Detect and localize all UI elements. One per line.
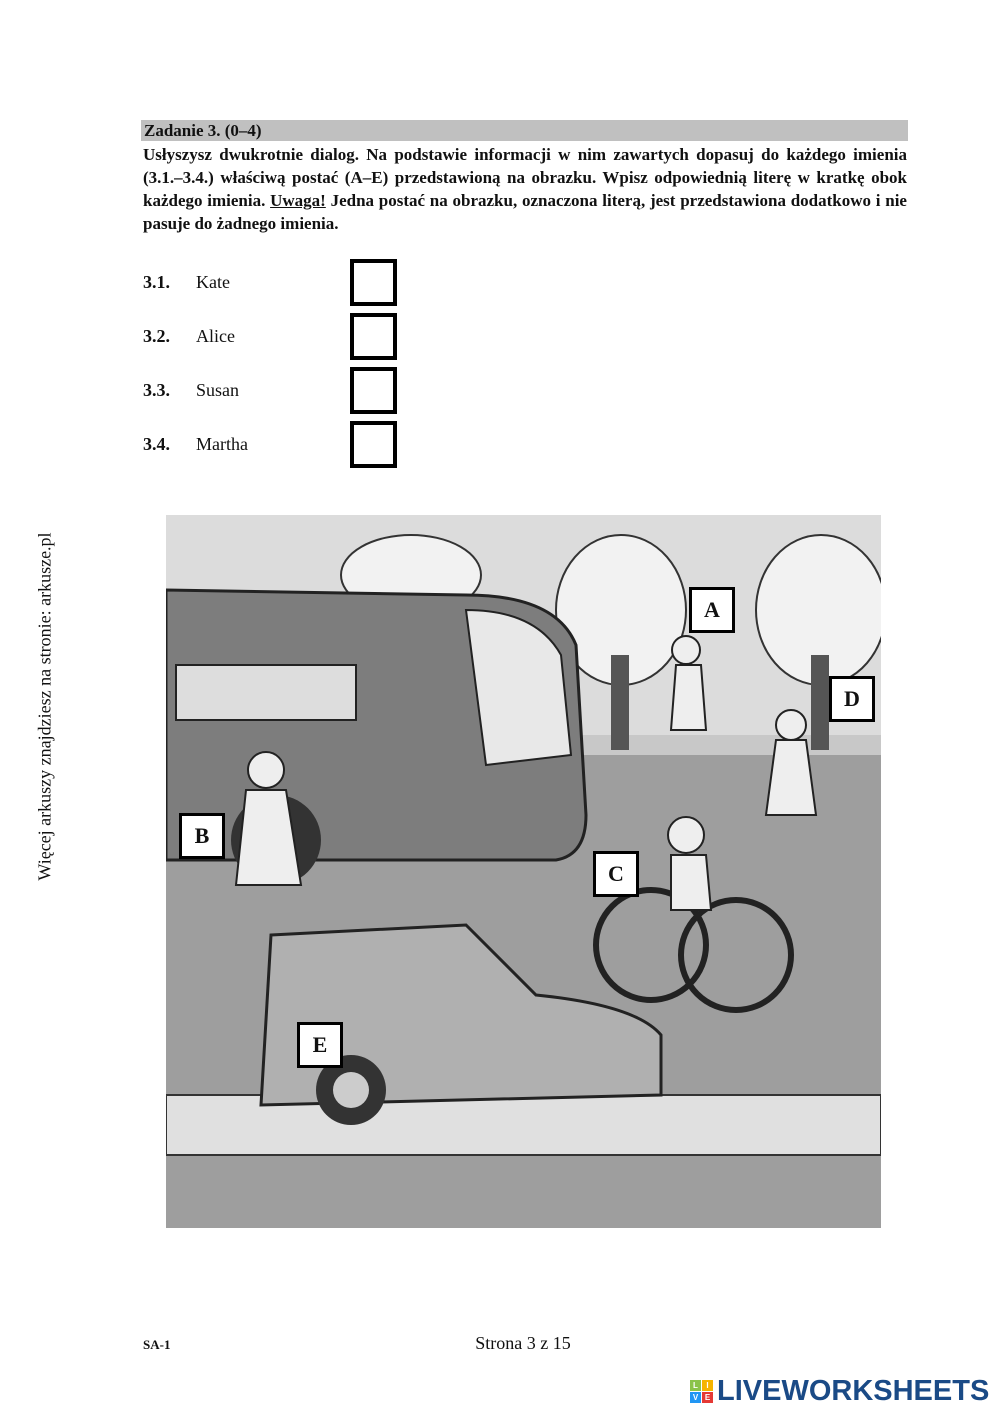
label-d: D: [829, 676, 875, 722]
item-name: Susan: [196, 380, 240, 400]
label-a: A: [689, 587, 735, 633]
item-name: Martha: [196, 434, 248, 454]
item-number: 3.2.: [143, 326, 170, 346]
item-number: 3.3.: [143, 380, 170, 400]
item-name: Kate: [196, 272, 230, 292]
item-3-2: 3.2. Alice: [143, 326, 235, 347]
logo-tile: E: [702, 1392, 713, 1403]
logo-tile: V: [690, 1392, 701, 1403]
instructions-part-1: Usłyszysz dwukrotnie dialog. Na podstawi…: [143, 145, 907, 210]
answer-box-3-3[interactable]: [350, 367, 397, 414]
item-3-3: 3.3. Susan: [143, 380, 239, 401]
item-name: Alice: [196, 326, 235, 346]
logo-tile: L: [690, 1380, 701, 1391]
item-3-4: 3.4. Martha: [143, 434, 248, 455]
item-3-1: 3.1. Kate: [143, 272, 230, 293]
task-title: Zadanie 3. (0–4): [141, 120, 908, 141]
logo-tile: I: [702, 1380, 713, 1391]
label-c: C: [593, 851, 639, 897]
exam-code: SA-1: [143, 1337, 171, 1352]
street-scene-illustration: A D B C E: [166, 515, 881, 1228]
answer-box-3-2[interactable]: [350, 313, 397, 360]
item-number: 3.1.: [143, 272, 170, 292]
scene-drawing: [166, 515, 881, 1228]
uwaga-note: Uwaga!: [270, 191, 326, 210]
side-note: Więcej arkuszy znajdziesz na stronie: ar…: [34, 532, 55, 881]
answer-box-3-4[interactable]: [350, 421, 397, 468]
logo-text: LIVEWORKSHEETS: [717, 1375, 990, 1407]
instructions-part-2: Jedna postać na obrazku, oznaczona liter…: [143, 191, 907, 233]
answer-box-3-1[interactable]: [350, 259, 397, 306]
page-number: Strona 3 z 15: [475, 1333, 571, 1353]
label-b: B: [179, 813, 225, 859]
item-number: 3.4.: [143, 434, 170, 454]
task-instructions: Usłyszysz dwukrotnie dialog. Na podstawi…: [143, 143, 907, 235]
label-e: E: [297, 1022, 343, 1068]
